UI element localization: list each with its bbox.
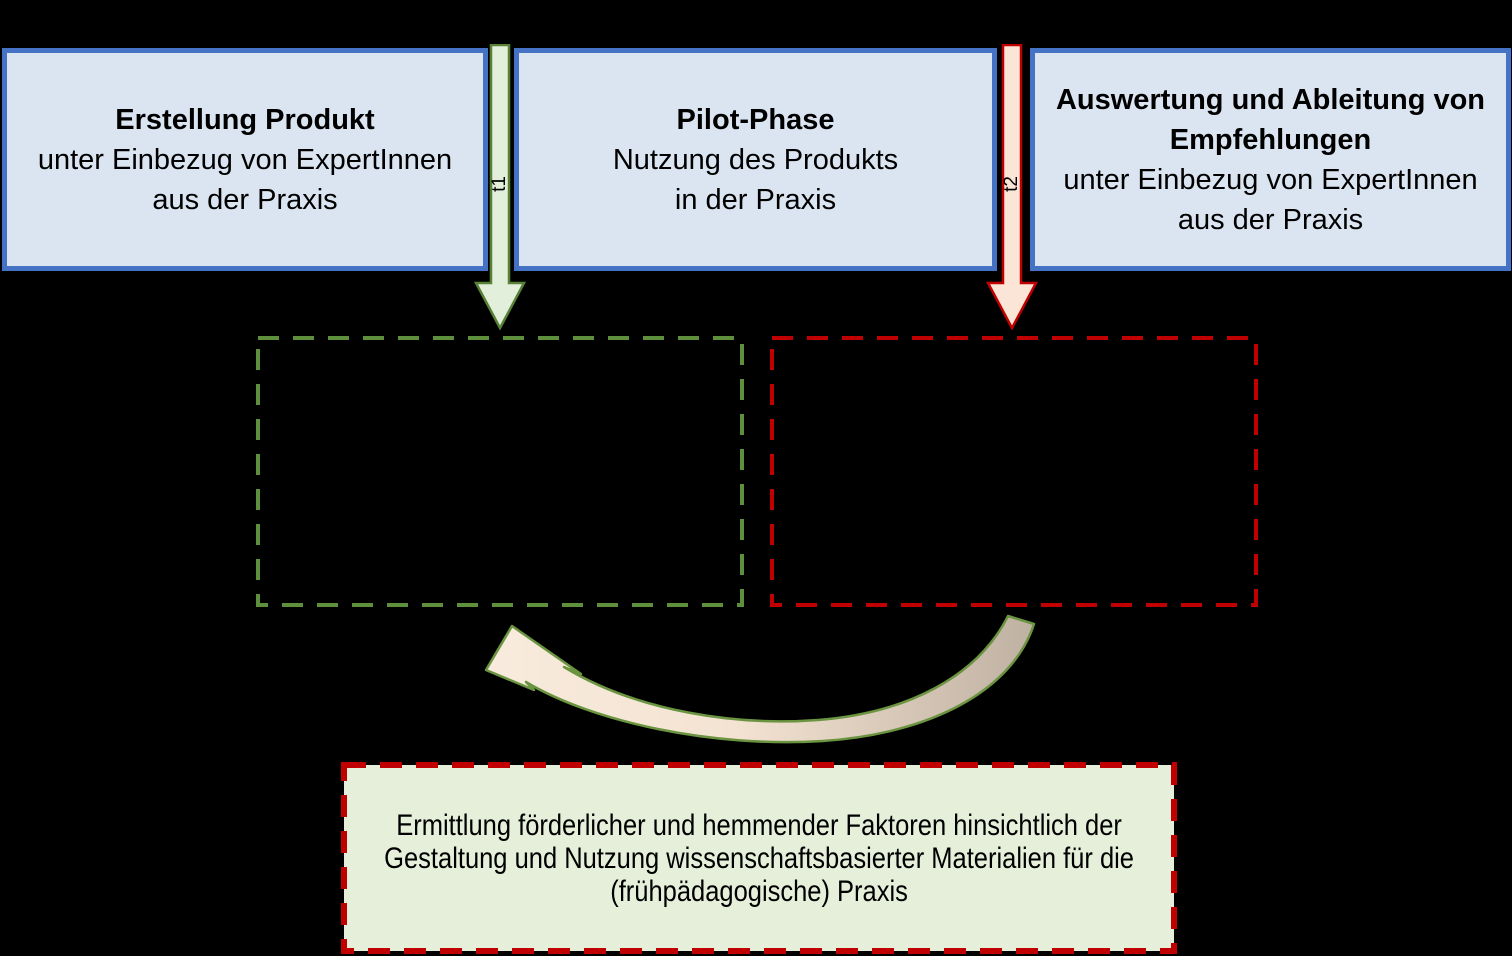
curved-feedback-arrow-icon xyxy=(484,614,1036,744)
result-line: Ermittlung förderlicher und hemmender Fa… xyxy=(396,808,1122,842)
result-line: (frühpädagogische) Praxis xyxy=(610,874,908,908)
phase-line: aus der Praxis xyxy=(1177,203,1364,236)
phase-line: Nutzung des Produkts xyxy=(612,143,899,176)
phase-line: unter Einbezug von ExpertInnen xyxy=(1063,163,1478,196)
t1-label: t1 xyxy=(489,176,510,192)
result-line: Gestaltung und Nutzung wissenschaftsbasi… xyxy=(384,841,1134,875)
phase-line: unter Einbezug von ExpertInnen xyxy=(37,143,453,176)
result-box-border xyxy=(341,762,1177,954)
t2-down-arrow-icon xyxy=(986,44,1038,330)
t1-down-arrow-icon xyxy=(474,44,526,330)
phase-title: Auswertung und Ableitung von Empfehlunge… xyxy=(1055,83,1486,156)
phase-box-auswertung: Auswertung und Ableitung von Empfehlunge… xyxy=(1030,48,1511,271)
phase-line: in der Praxis xyxy=(674,183,837,216)
dashed-box-red xyxy=(770,336,1258,607)
phase-line: aus der Praxis xyxy=(152,183,338,216)
dashed-box-green xyxy=(256,336,744,607)
phase-box-pilot-phase: Pilot-Phase Nutzung des Produkts in der … xyxy=(514,48,997,271)
phase-title: Pilot-Phase xyxy=(676,103,835,136)
phase-title: Erstellung Produkt xyxy=(115,103,375,136)
result-box: Ermittlung förderlicher und hemmender Fa… xyxy=(341,762,1177,954)
t2-label: t2 xyxy=(1001,176,1022,192)
phase-box-erstellung-produkt: Erstellung Produkt unter Einbezug von Ex… xyxy=(2,48,488,271)
